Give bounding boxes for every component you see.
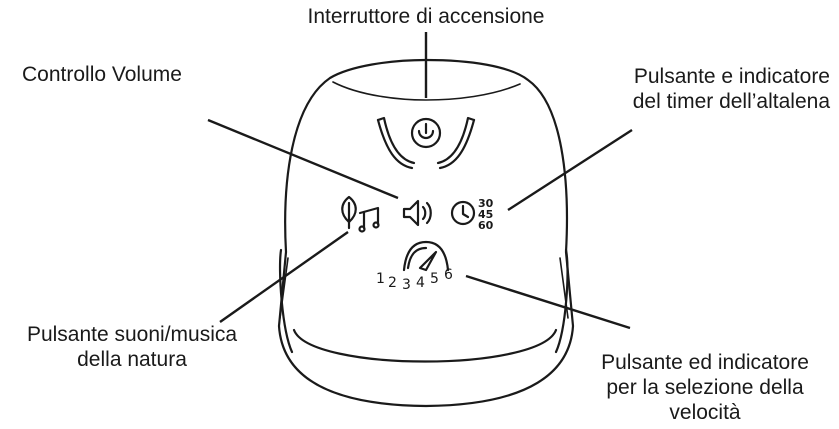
speed-values: 1 2 3 4 5 6 <box>376 267 453 293</box>
volume-control-label: Controllo Volume <box>22 62 182 87</box>
speed-label: Pulsante ed indicatore per la selezione … <box>574 350 836 425</box>
leader-timer <box>507 128 633 212</box>
device-body <box>277 58 575 408</box>
timer-values: 30 45 60 <box>478 197 494 232</box>
leader-nature <box>219 231 349 323</box>
power-switch-text: Interruttore di accensione <box>307 5 545 28</box>
nature-sounds-label-line-1: Pulsante suoni/musica <box>26 323 238 346</box>
power-switch-label: Interruttore di accensione <box>244 4 608 29</box>
timer-value-30: 30 <box>478 197 494 210</box>
timer-value-60: 60 <box>478 219 494 232</box>
timer-label-line-1: Pulsante e indicatore <box>633 65 830 88</box>
speed-value-6: 6 <box>444 267 453 283</box>
speed-label-line-3: velocità <box>669 401 741 424</box>
leader-speed <box>465 274 631 330</box>
speed-value-4: 4 <box>416 275 425 291</box>
leader-lines <box>207 32 633 330</box>
timer-value-45: 45 <box>478 208 493 221</box>
speed-label-line-1: Pulsante ed indicatore <box>601 351 809 374</box>
speed-gauge-icon[interactable] <box>402 240 450 272</box>
speed-value-3: 3 <box>402 277 411 293</box>
nature-sounds-label-line-2: della natura <box>77 348 187 371</box>
power-icon[interactable] <box>410 117 442 149</box>
nature-music-icon[interactable] <box>341 195 380 233</box>
volume-control-text: Controllo Volume <box>22 63 182 86</box>
clock-icon[interactable] <box>450 200 476 226</box>
timer-label-line-2: del timer dell’altalena <box>632 90 830 113</box>
volume-icon[interactable] <box>402 199 432 227</box>
speed-label-line-2: per la selezione della <box>606 376 804 399</box>
timer-label: Pulsante e indicatore del timer dell’alt… <box>574 64 830 114</box>
leader-volume <box>207 118 399 200</box>
power-bezel <box>376 116 476 170</box>
nature-sounds-label: Pulsante suoni/musica della natura <box>6 322 258 372</box>
speed-value-2: 2 <box>388 275 397 291</box>
speed-value-5: 5 <box>430 271 439 287</box>
speed-value-1: 1 <box>376 271 385 287</box>
